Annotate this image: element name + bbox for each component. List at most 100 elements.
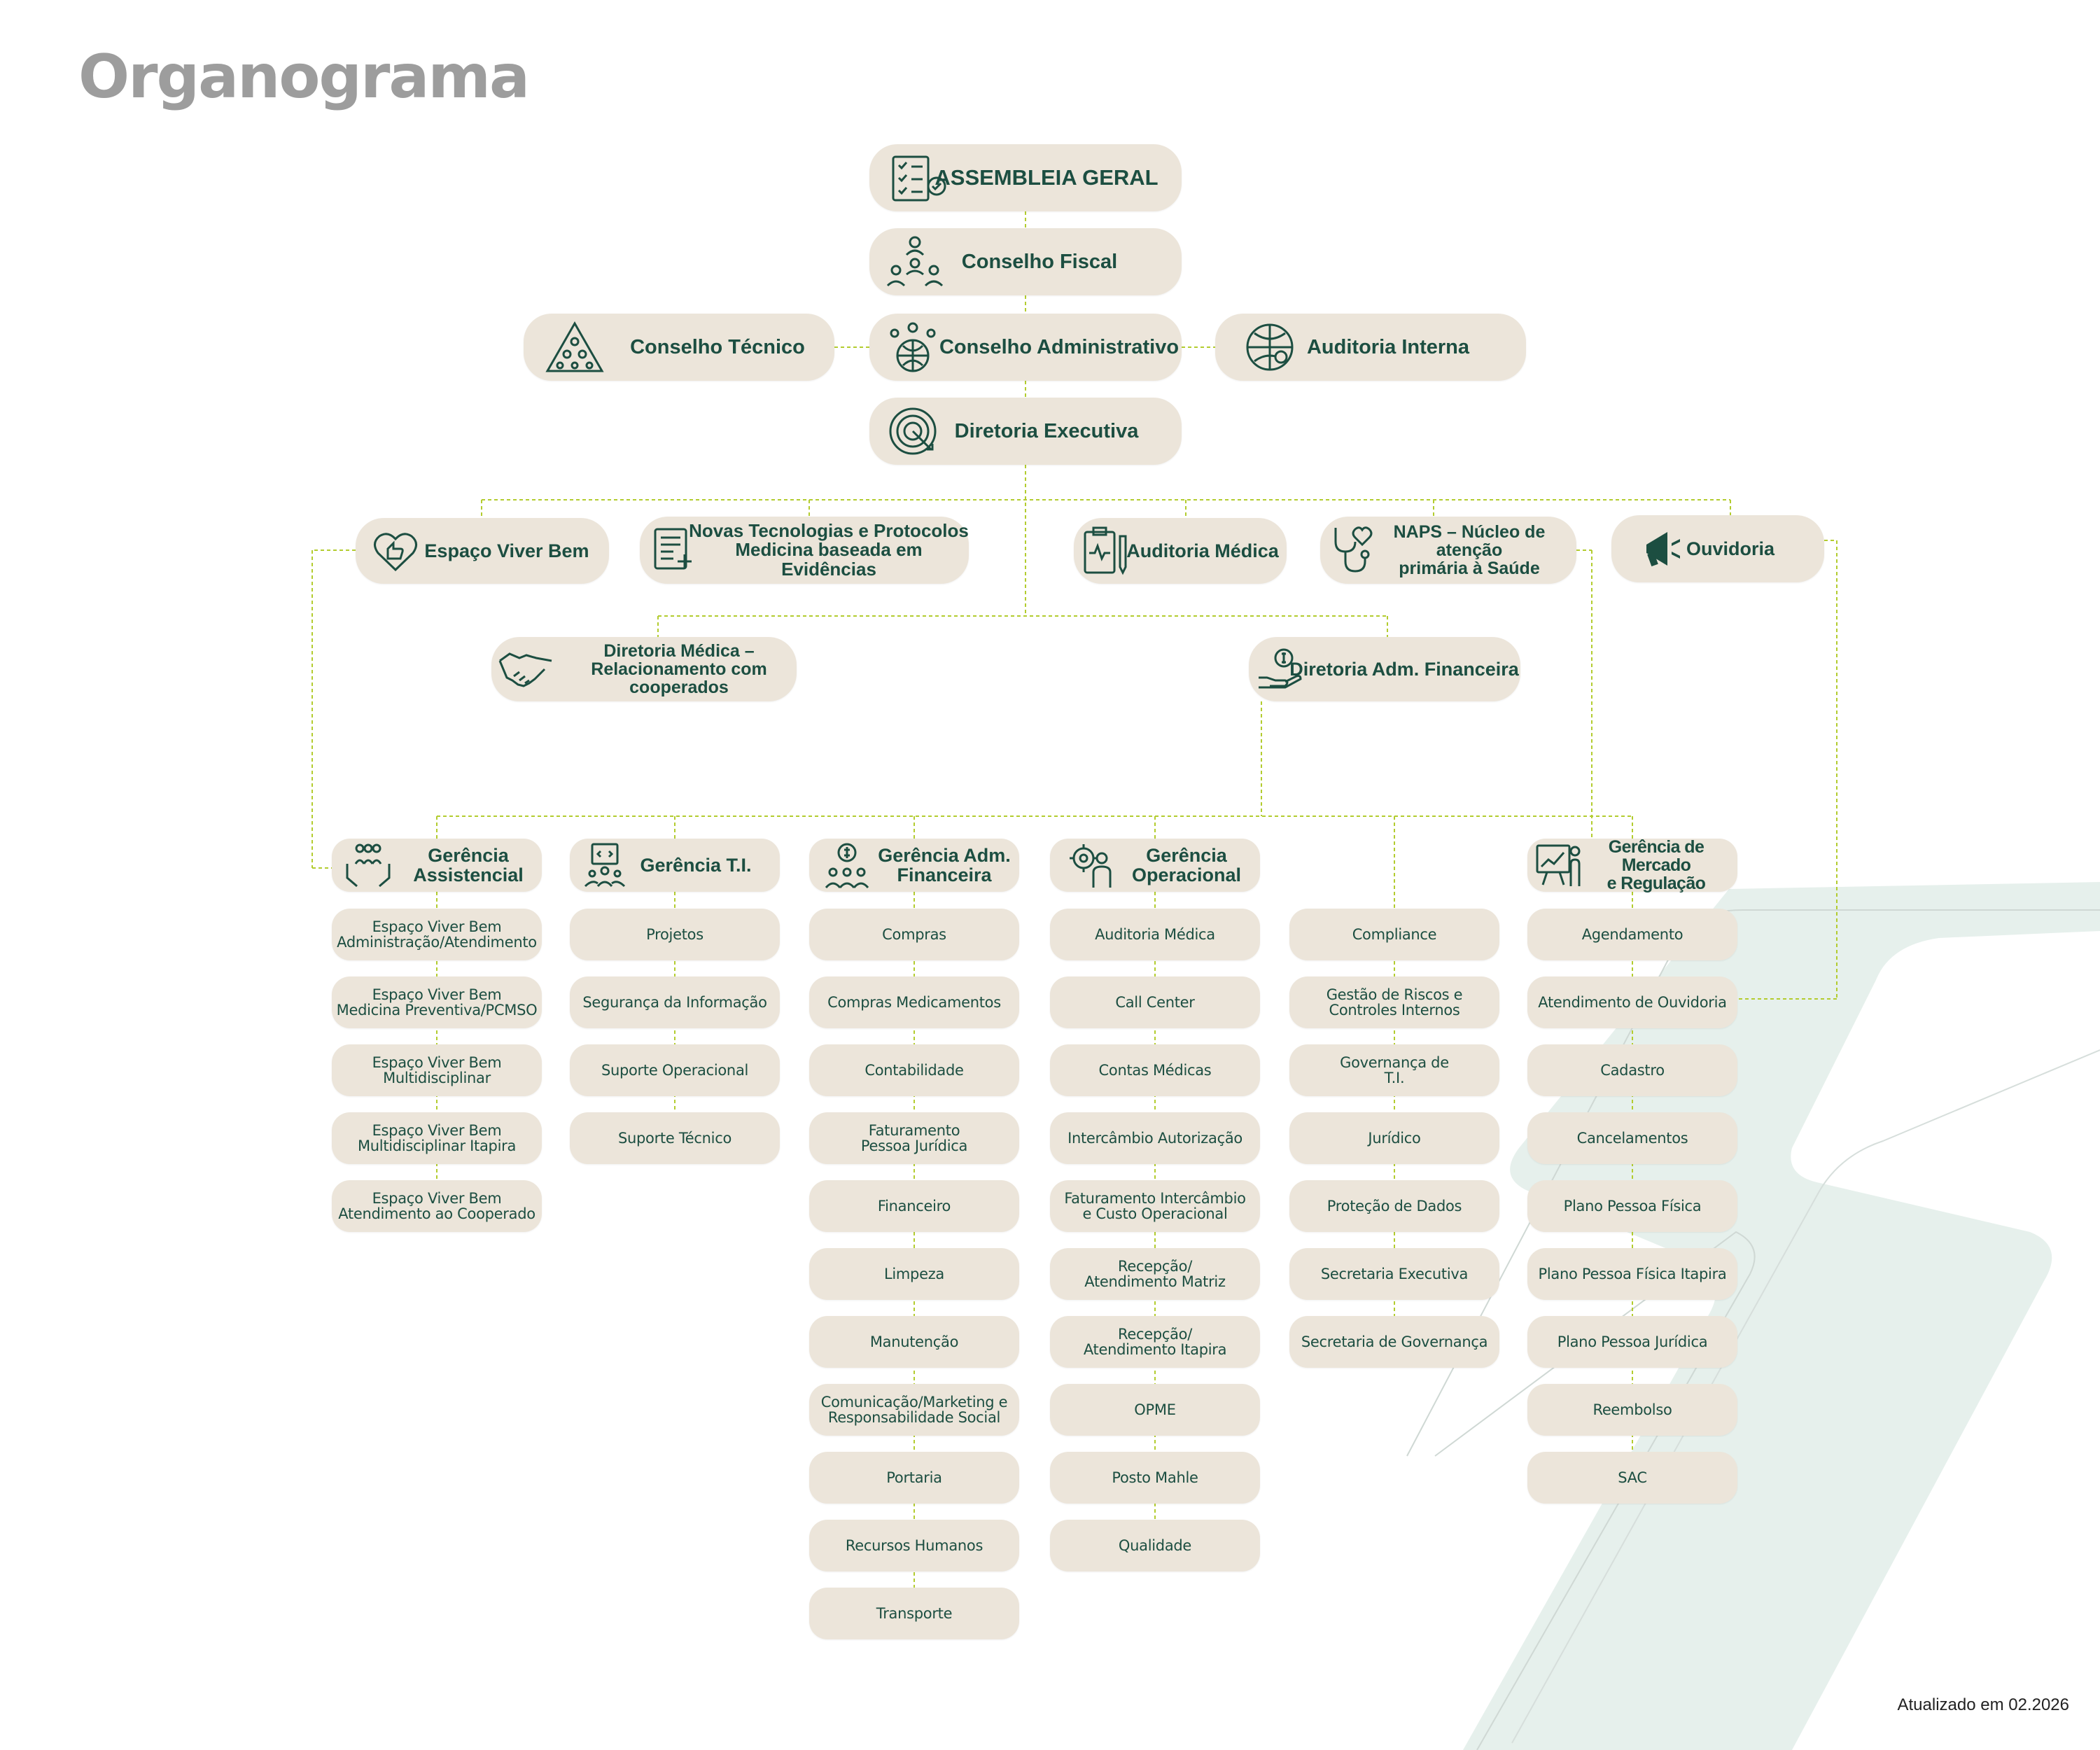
dept-item-intercambio-autorizacao[interactable]: Intercâmbio Autorização [1050,1112,1260,1164]
dept-item-contabilidade[interactable]: Contabilidade [809,1044,1019,1096]
gear-person-icon [1068,841,1114,889]
dept-item-atendimento-de-ouvidoria[interactable]: Atendimento de Ouvidoria [1527,976,1737,1028]
diretoria-medica-box[interactable]: Diretoria Médica – Relacionamento com co… [491,637,797,701]
dept-item-suporte-tecnico[interactable]: Suporte Técnico [570,1112,780,1164]
gerencia-ti-box[interactable]: Gerência T.I. [570,839,780,892]
diretoria-adm-financeira-label: Diretoria Adm. Financeira [1289,658,1519,680]
pyramid-people-icon [545,321,605,374]
dept-item-label: Atendimento de Ouvidoria [1538,993,1727,1011]
naps-label: NAPS – Núcleo de atenção primária à Saúd… [1393,522,1546,579]
globe-people-icon [1245,322,1295,372]
dept-item-label: Limpeza [883,1265,945,1282]
diretoria-adm-financeira-box[interactable]: Diretoria Adm. Financeira [1249,637,1520,701]
dept-item-opme[interactable]: OPME [1050,1384,1260,1436]
money-hand-icon [1256,647,1302,690]
dept-item-compras[interactable]: Compras [809,909,1019,960]
dept-item-manutencao[interactable]: Manutenção [809,1316,1019,1368]
heart-thumbs-up-icon [372,528,419,574]
dept-item-espaco-viver-bem-medicina-preventiva-pcmso[interactable]: Espaço Viver Bem Medicina Preventiva/PCM… [332,976,542,1028]
conselho-fiscal-box[interactable]: Conselho Fiscal [869,228,1182,295]
dept-item-seguranca-da-informacao[interactable]: Segurança da Informação [570,976,780,1028]
dept-item-espaco-viver-bem-multidisciplinar-itapira[interactable]: Espaço Viver Bem Multidisciplinar Itapir… [332,1112,542,1164]
dept-item-plano-pessoa-juridica[interactable]: Plano Pessoa Jurídica [1527,1316,1737,1368]
auditoria-medica-box[interactable]: Auditoria Médica [1074,518,1287,584]
dept-item-recepcao-atendimento-itapira[interactable]: Recepção/ Atendimento Itapira [1050,1316,1260,1368]
dept-item-recursos-humanos[interactable]: Recursos Humanos [809,1520,1019,1572]
handshake-icon [498,647,553,690]
dept-item-recepcao-atendimento-matriz[interactable]: Recepção/ Atendimento Matriz [1050,1248,1260,1300]
dept-item-label: Gestão de Riscos e Controles Internos [1326,986,1463,1018]
diretoria-executiva-box[interactable]: Diretoria Executiva [869,398,1182,465]
dept-item-cancelamentos[interactable]: Cancelamentos [1527,1112,1737,1164]
dept-item-transporte[interactable]: Transporte [809,1588,1019,1639]
auditoria-interna-label: Auditoria Interna [1306,335,1469,358]
dept-item-agendamento[interactable]: Agendamento [1527,909,1737,960]
dept-item-label: Plano Pessoa Física Itapira [1538,1265,1727,1282]
dept-item-plano-pessoa-fisica-itapira[interactable]: Plano Pessoa Física Itapira [1527,1248,1737,1300]
dept-item-label: Transporte [876,1604,953,1622]
dept-item-financeiro[interactable]: Financeiro [809,1180,1019,1232]
dept-item-secretaria-executiva[interactable]: Secretaria Executiva [1289,1248,1499,1300]
ouvidoria-box[interactable]: Ouvidoria [1611,515,1824,582]
dept-item-label: SAC [1618,1469,1647,1486]
auditoria-interna-box[interactable]: Auditoria Interna [1215,314,1526,381]
dept-item-label: Jurídico [1368,1129,1421,1147]
auditoria-medica-label: Auditoria Médica [1126,540,1279,561]
dept-item-espaco-viver-bem-multidisciplinar[interactable]: Espaço Viver Bem Multidisciplinar [332,1044,542,1096]
dept-item-label: Reembolso [1592,1401,1672,1418]
dept-item-limpeza[interactable]: Limpeza [809,1248,1019,1300]
dept-item-compras-medicamentos[interactable]: Compras Medicamentos [809,976,1019,1028]
diretoria-medica-label: Diretoria Médica – Relacionamento com co… [591,640,767,698]
gerencia-mercado-regulacao-box[interactable]: Gerência de Mercado e Regulação [1527,836,1737,894]
dept-item-label: Suporte Operacional [601,1061,749,1079]
dept-item-comunicacao-marketing-e-responsabilidade-social[interactable]: Comunicação/Marketing e Responsabilidade… [809,1384,1019,1436]
novas-tecnologias-box[interactable]: Novas Tecnologias e Protocolos Medicina … [640,517,969,584]
dept-item-governanca-de-t-i[interactable]: Governança de T.I. [1289,1044,1499,1096]
dept-item-reembolso[interactable]: Reembolso [1527,1384,1737,1436]
dept-item-auditoria-medica[interactable]: Auditoria Médica [1050,909,1260,960]
dept-item-label: Espaço Viver Bem Medicina Preventiva/PCM… [336,986,538,1018]
assembleia-geral-label: ASSEMBLEIA GERAL [934,164,1158,190]
conselho-administrativo-label: Conselho Administrativo [939,335,1180,358]
dept-item-suporte-operacional[interactable]: Suporte Operacional [570,1044,780,1096]
dept-item-qualidade[interactable]: Qualidade [1050,1520,1260,1572]
dept-item-label: Projetos [646,925,704,943]
gerencia-operacional-box[interactable]: Gerência Operacional [1050,839,1260,892]
dept-item-call-center[interactable]: Call Center [1050,976,1260,1028]
dept-item-contas-medicas[interactable]: Contas Médicas [1050,1044,1260,1096]
dept-item-label: Governança de T.I. [1340,1054,1449,1086]
dept-item-label: Plano Pessoa Física [1563,1197,1702,1214]
dept-item-label: Comunicação/Marketing e Responsabilidade… [820,1393,1008,1426]
gerencia-assistencial-box[interactable]: Gerência Assistencial [332,839,542,892]
dept-item-protecao-de-dados[interactable]: Proteção de Dados [1289,1180,1499,1232]
diretoria-executiva-label: Diretoria Executiva [954,419,1139,442]
dept-item-cadastro[interactable]: Cadastro [1527,1044,1737,1096]
dept-item-plano-pessoa-fisica[interactable]: Plano Pessoa Física [1527,1180,1737,1232]
dept-item-label: Contas Médicas [1098,1061,1212,1079]
gerencia-mercado-regulacao-label: Gerência de Mercado e Regulação [1606,836,1706,894]
footer-updated-note: Atualizado em 02.2026 [1897,1695,2069,1714]
dept-item-gestao-de-riscos-e-controles-internos[interactable]: Gestão de Riscos e Controles Internos [1289,976,1499,1028]
dept-item-posto-mahle[interactable]: Posto Mahle [1050,1452,1260,1504]
dept-item-compliance[interactable]: Compliance [1289,909,1499,960]
espaco-viver-bem-box[interactable]: Espaço Viver Bem [356,518,609,584]
dept-item-projetos[interactable]: Projetos [570,909,780,960]
naps-box[interactable]: NAPS – Núcleo de atenção primária à Saúd… [1320,517,1576,584]
dept-item-espaco-viver-bem-atendimento-ao-cooperado[interactable]: Espaço Viver Bem Atendimento ao Cooperad… [332,1180,542,1232]
dept-item-sac[interactable]: SAC [1527,1452,1737,1504]
gerencia-adm-financeira-box[interactable]: Gerência Adm. Financeira [809,839,1019,892]
dept-item-faturamento-pessoa-juridica[interactable]: Faturamento Pessoa Jurídica [809,1112,1019,1164]
gerencia-adm-financeira-label: Gerência Adm. Financeira [878,844,1011,886]
dept-item-label: Secretaria Executiva [1320,1265,1469,1282]
assembleia-geral-box[interactable]: ASSEMBLEIA GERAL [869,144,1182,211]
dept-item-label: Contabilidade [864,1061,964,1079]
dept-item-faturamento-intercambio-e-custo-operacional[interactable]: Faturamento Intercâmbio e Custo Operacio… [1050,1180,1260,1232]
novas-tecnologias-label: Novas Tecnologias e Protocolos Medicina … [689,520,969,580]
dept-item-secretaria-de-governanca[interactable]: Secretaria de Governança [1289,1316,1499,1368]
dept-item-portaria[interactable]: Portaria [809,1452,1019,1504]
conselho-tecnico-box[interactable]: Conselho Técnico [524,314,834,381]
conselho-administrativo-box[interactable]: Conselho Administrativo [869,314,1182,381]
dept-item-juridico[interactable]: Jurídico [1289,1112,1499,1164]
checklist-icon [890,154,949,203]
dept-item-espaco-viver-bem-administracao-atendimento[interactable]: Espaço Viver Bem Administração/Atendimen… [332,909,542,960]
